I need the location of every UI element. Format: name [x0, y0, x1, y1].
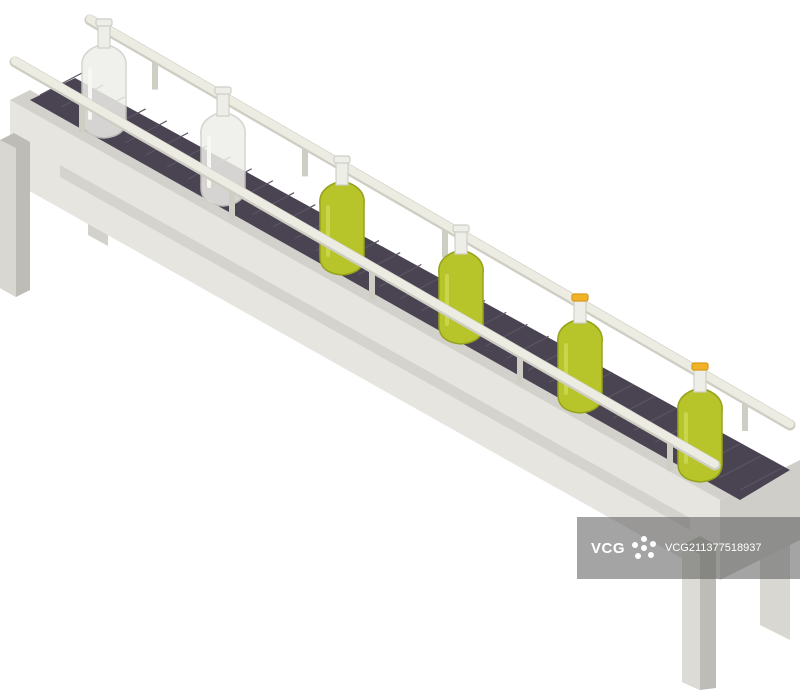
- bottle-neck: [693, 367, 707, 393]
- bottle-lip: [214, 86, 232, 95]
- bottle-neck: [454, 229, 468, 255]
- belt-slat: [273, 204, 316, 228]
- front-rail-bar: [11, 57, 719, 468]
- watermark-id: VCG21137751893​7: [665, 542, 762, 554]
- belt-slat: [357, 252, 401, 276]
- belt-slat: [718, 455, 762, 479]
- bottle-neck: [97, 23, 111, 49]
- bottle-lip: [333, 155, 351, 164]
- bottle-neck: [573, 298, 587, 324]
- bottle-neck: [335, 160, 349, 186]
- back-rail-post: [442, 225, 448, 258]
- front-rail-post: [517, 352, 523, 385]
- bottle-lip: [452, 224, 470, 233]
- front-rail-post: [667, 439, 673, 472]
- front-rail-post: [369, 267, 375, 300]
- guard-rail-front: [9, 56, 721, 472]
- bottle-neck: [216, 91, 230, 117]
- leg-front-left: [0, 140, 16, 297]
- bottle-cap: [691, 362, 709, 371]
- back-rail-post: [302, 144, 308, 177]
- leg-front-right: [682, 545, 700, 690]
- bottle-cap: [571, 293, 589, 302]
- guard-rail-back: [84, 14, 796, 431]
- back-rail-post: [742, 398, 748, 431]
- front-rail-post: [79, 100, 85, 133]
- back-rail-bar: [86, 15, 794, 428]
- back-rail-post: [152, 57, 158, 90]
- frame-front-groove: [60, 165, 690, 530]
- belt-slat: [251, 192, 295, 216]
- belt-slat: [400, 275, 443, 300]
- flower-icon: [632, 536, 657, 559]
- front-rail-post: [229, 186, 235, 219]
- watermark: VCG VCG21137751893​7: [577, 517, 800, 579]
- belt-slat: [739, 467, 783, 491]
- belt-slat: [379, 263, 422, 288]
- bottle-lip: [95, 18, 113, 27]
- watermark-logo: VCG: [591, 539, 626, 557]
